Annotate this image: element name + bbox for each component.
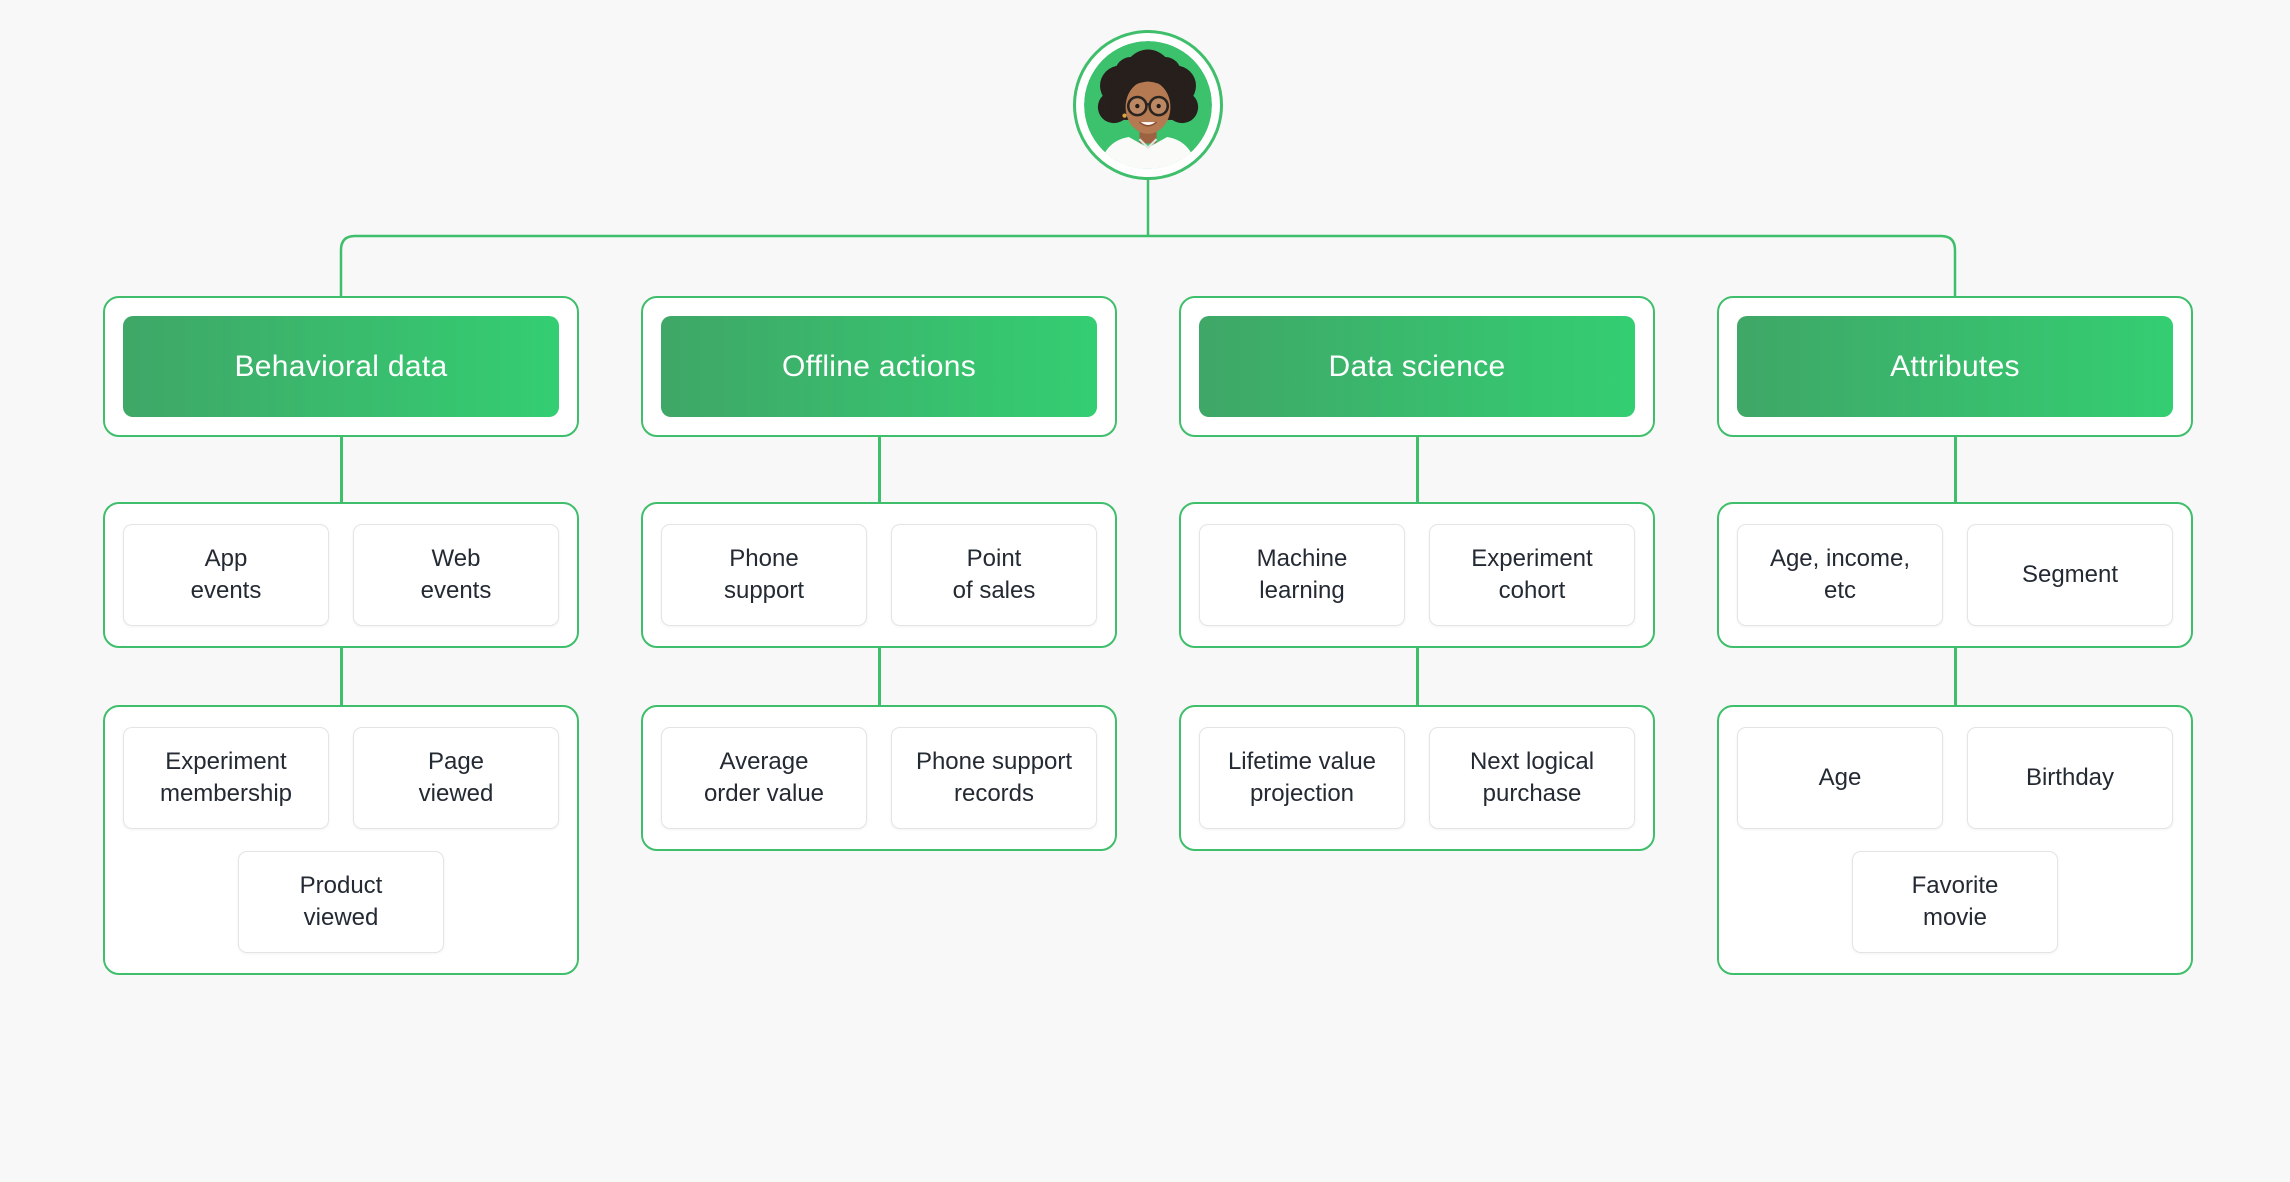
item-label: Point of sales bbox=[952, 545, 1036, 604]
column-title: Behavioral data bbox=[234, 349, 448, 383]
item-card-experiment-cohort: Experiment cohort bbox=[1429, 524, 1635, 626]
connector-stem bbox=[339, 648, 343, 705]
offline-group-1: Phone support Point of sales bbox=[641, 502, 1117, 648]
item-card-segment: Segment bbox=[1967, 524, 2173, 626]
item-label: Page viewed bbox=[418, 748, 494, 807]
item-label: Product viewed bbox=[299, 872, 383, 931]
avatar-photo bbox=[1084, 41, 1212, 169]
item-card-web-events: Web events bbox=[353, 524, 559, 626]
item-card-experiment-membership: Experiment membership bbox=[123, 727, 329, 829]
item-card-product-viewed: Product viewed bbox=[238, 851, 444, 953]
item-label: Next logical purchase bbox=[1469, 748, 1595, 807]
item-card-point-of-sales: Point of sales bbox=[891, 524, 1097, 626]
item-label: Phone support bbox=[723, 545, 805, 604]
offline-group-2: Average order value Phone support record… bbox=[641, 705, 1117, 851]
offline-actions-header: Offline actions bbox=[661, 316, 1097, 417]
attributes-group-1: Age, income, etc Segment bbox=[1717, 502, 2193, 648]
item-label: Machine learning bbox=[1256, 545, 1348, 604]
connector-stem bbox=[339, 437, 343, 502]
item-card-page-viewed: Page viewed bbox=[353, 727, 559, 829]
item-label: Experiment membership bbox=[159, 748, 293, 807]
connector-stem bbox=[877, 648, 881, 705]
item-label: Segment bbox=[2021, 561, 2119, 589]
column-header-box: Behavioral data bbox=[103, 296, 579, 437]
connector-stem bbox=[1415, 648, 1419, 705]
item-label: Phone support records bbox=[915, 748, 1073, 807]
item-label: Experiment cohort bbox=[1471, 545, 1593, 604]
column-title: Data science bbox=[1328, 349, 1506, 383]
attributes-group-2: Age Birthday Favorite movie bbox=[1717, 705, 2193, 975]
behavioral-group-1: App events Web events bbox=[103, 502, 579, 648]
column-offline-actions: Offline actions Phone support Point of s… bbox=[641, 296, 1117, 851]
item-card-average-order-value: Average order value bbox=[661, 727, 867, 829]
data-science-group-1: Machine learning Experiment cohort bbox=[1179, 502, 1655, 648]
column-title: Attributes bbox=[1890, 349, 2020, 383]
avatar bbox=[1073, 30, 1223, 180]
item-label: Age, income, etc bbox=[1769, 545, 1911, 604]
item-card-lifetime-value-projection: Lifetime value projection bbox=[1199, 727, 1405, 829]
connector-stem bbox=[1415, 437, 1419, 502]
item-card-age: Age bbox=[1737, 727, 1943, 829]
item-label: Favorite movie bbox=[1911, 872, 1999, 931]
behavioral-data-header: Behavioral data bbox=[123, 316, 559, 417]
item-label: Birthday bbox=[2025, 764, 2115, 792]
column-header-box: Offline actions bbox=[641, 296, 1117, 437]
connector-stem bbox=[877, 437, 881, 502]
item-card-machine-learning: Machine learning bbox=[1199, 524, 1405, 626]
item-card-next-logical-purchase: Next logical purchase bbox=[1429, 727, 1635, 829]
column-attributes: Attributes Age, income, etc Segment Age … bbox=[1717, 296, 2193, 975]
item-label: Lifetime value projection bbox=[1227, 748, 1377, 807]
connector-stem bbox=[1953, 437, 1957, 502]
item-card-birthday: Birthday bbox=[1967, 727, 2173, 829]
item-label: Web events bbox=[420, 545, 492, 604]
item-card-favorite-movie: Favorite movie bbox=[1852, 851, 2058, 953]
item-card-phone-support: Phone support bbox=[661, 524, 867, 626]
attributes-header: Attributes bbox=[1737, 316, 2173, 417]
item-card-phone-support-records: Phone support records bbox=[891, 727, 1097, 829]
behavioral-group-2: Experiment membership Page viewed Produc… bbox=[103, 705, 579, 975]
item-label: Average order value bbox=[703, 748, 825, 807]
item-card-app-events: App events bbox=[123, 524, 329, 626]
data-science-header: Data science bbox=[1199, 316, 1635, 417]
column-title: Offline actions bbox=[781, 349, 977, 383]
column-behavioral-data: Behavioral data App events Web events Ex… bbox=[103, 296, 579, 975]
data-science-group-2: Lifetime value projection Next logical p… bbox=[1179, 705, 1655, 851]
item-label: Age bbox=[1818, 764, 1862, 792]
connector-stem bbox=[1953, 648, 1957, 705]
column-data-science: Data science Machine learning Experiment… bbox=[1179, 296, 1655, 851]
item-label: App events bbox=[190, 545, 262, 604]
item-card-age-income-etc: Age, income, etc bbox=[1737, 524, 1943, 626]
column-header-box: Data science bbox=[1179, 296, 1655, 437]
column-header-box: Attributes bbox=[1717, 296, 2193, 437]
